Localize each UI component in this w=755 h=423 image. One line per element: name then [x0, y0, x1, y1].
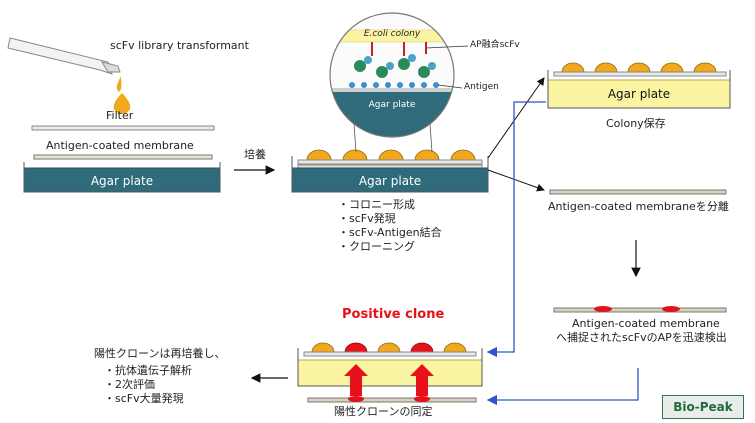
ap-pointer [425, 45, 469, 49]
zoom-line-right [429, 123, 433, 153]
yellow-plate-label: Agar plate [607, 87, 671, 101]
step2-bullet-4: クローニング [338, 240, 442, 254]
identify-membrane [307, 397, 477, 403]
blue-line-detect [486, 368, 639, 406]
storage-label: Colony保存 [606, 117, 666, 130]
inset-circle-border [329, 12, 455, 138]
detect-label-1: Antigen-coated membrane [572, 317, 720, 330]
step2-bullet-2: scFv発現 [338, 212, 442, 226]
positive-arrow-2 [410, 364, 434, 396]
blue-line-storage [486, 101, 546, 358]
positive-clone-label: Positive clone [342, 307, 445, 322]
step5-bullets: 抗体遺伝子解析 2次評価 scFv大量発現 [104, 364, 192, 406]
identify-spot-1 [348, 396, 364, 402]
recultivate-label: 陽性クローンは再培養し、 [94, 347, 226, 360]
yellow-plate-3 [547, 79, 731, 109]
filter-strip-4 [303, 351, 477, 357]
plate-rim-1 [23, 162, 221, 193]
filter-strip-2 [297, 159, 483, 165]
inset-ap-label: AP融合scFv [470, 40, 520, 50]
agar-plate-label-1: Agar plate [90, 174, 154, 188]
inset-antigen-label: Antigen [464, 82, 499, 92]
pipette-icon [7, 37, 121, 75]
step2-bullets: コロニー形成 scFv発現 scFv-Antigen結合 クローニング [338, 198, 442, 254]
positive-arrow-1 [344, 364, 368, 396]
transformant-label: scFv library transformant [110, 39, 249, 52]
detect-spot-1 [594, 306, 612, 312]
plate-rim-3 [547, 70, 731, 109]
zoom-line-left [353, 123, 357, 153]
yellow-plate-4 [297, 359, 483, 387]
colonies-row-3 [561, 62, 717, 73]
separate-label: Antigen-coated membraneを分離 [548, 200, 729, 213]
drop-icon [113, 76, 131, 114]
inset-plate-label: Agar plate [368, 100, 416, 110]
colonies-row-4 [311, 342, 467, 353]
bio-peak-logo: Bio-Peak [662, 395, 744, 419]
membrane-strip [33, 154, 213, 160]
arrow-to-membrane [487, 169, 545, 192]
identify-spot-2 [414, 396, 430, 402]
step5-bullet-1: 抗体遺伝子解析 [104, 364, 192, 378]
detect-membrane [553, 307, 727, 313]
detect-spot-2 [662, 306, 680, 312]
plate-rim-2 [291, 156, 489, 193]
membrane-strip-3 [549, 189, 727, 195]
membrane-label: Antigen-coated membrane [46, 139, 194, 152]
inset-colony-label: E.coli colony [363, 29, 421, 39]
step5-bullet-3: scFv大量発現 [104, 392, 192, 406]
agar-plate-label-2: Agar plate [358, 174, 422, 188]
identify-label: 陽性クローンの同定 [334, 405, 433, 418]
filter-strip-3 [553, 71, 727, 77]
colonies-row-2 [306, 149, 476, 161]
culture-label: 培養 [244, 148, 266, 161]
antigen-pointer [437, 84, 463, 89]
arrow-to-storage [487, 77, 545, 159]
step2-bullet-3: scFv-Antigen結合 [338, 226, 442, 240]
plate-rim-4 [297, 348, 483, 387]
step5-bullet-2: 2次評価 [104, 378, 192, 392]
detect-label-2: へ捕捉されたscFvのAPを迅速検出 [556, 331, 727, 344]
filter-label: Filter [106, 109, 134, 122]
filter-strip [31, 125, 215, 131]
step2-bullet-1: コロニー形成 [338, 198, 442, 212]
